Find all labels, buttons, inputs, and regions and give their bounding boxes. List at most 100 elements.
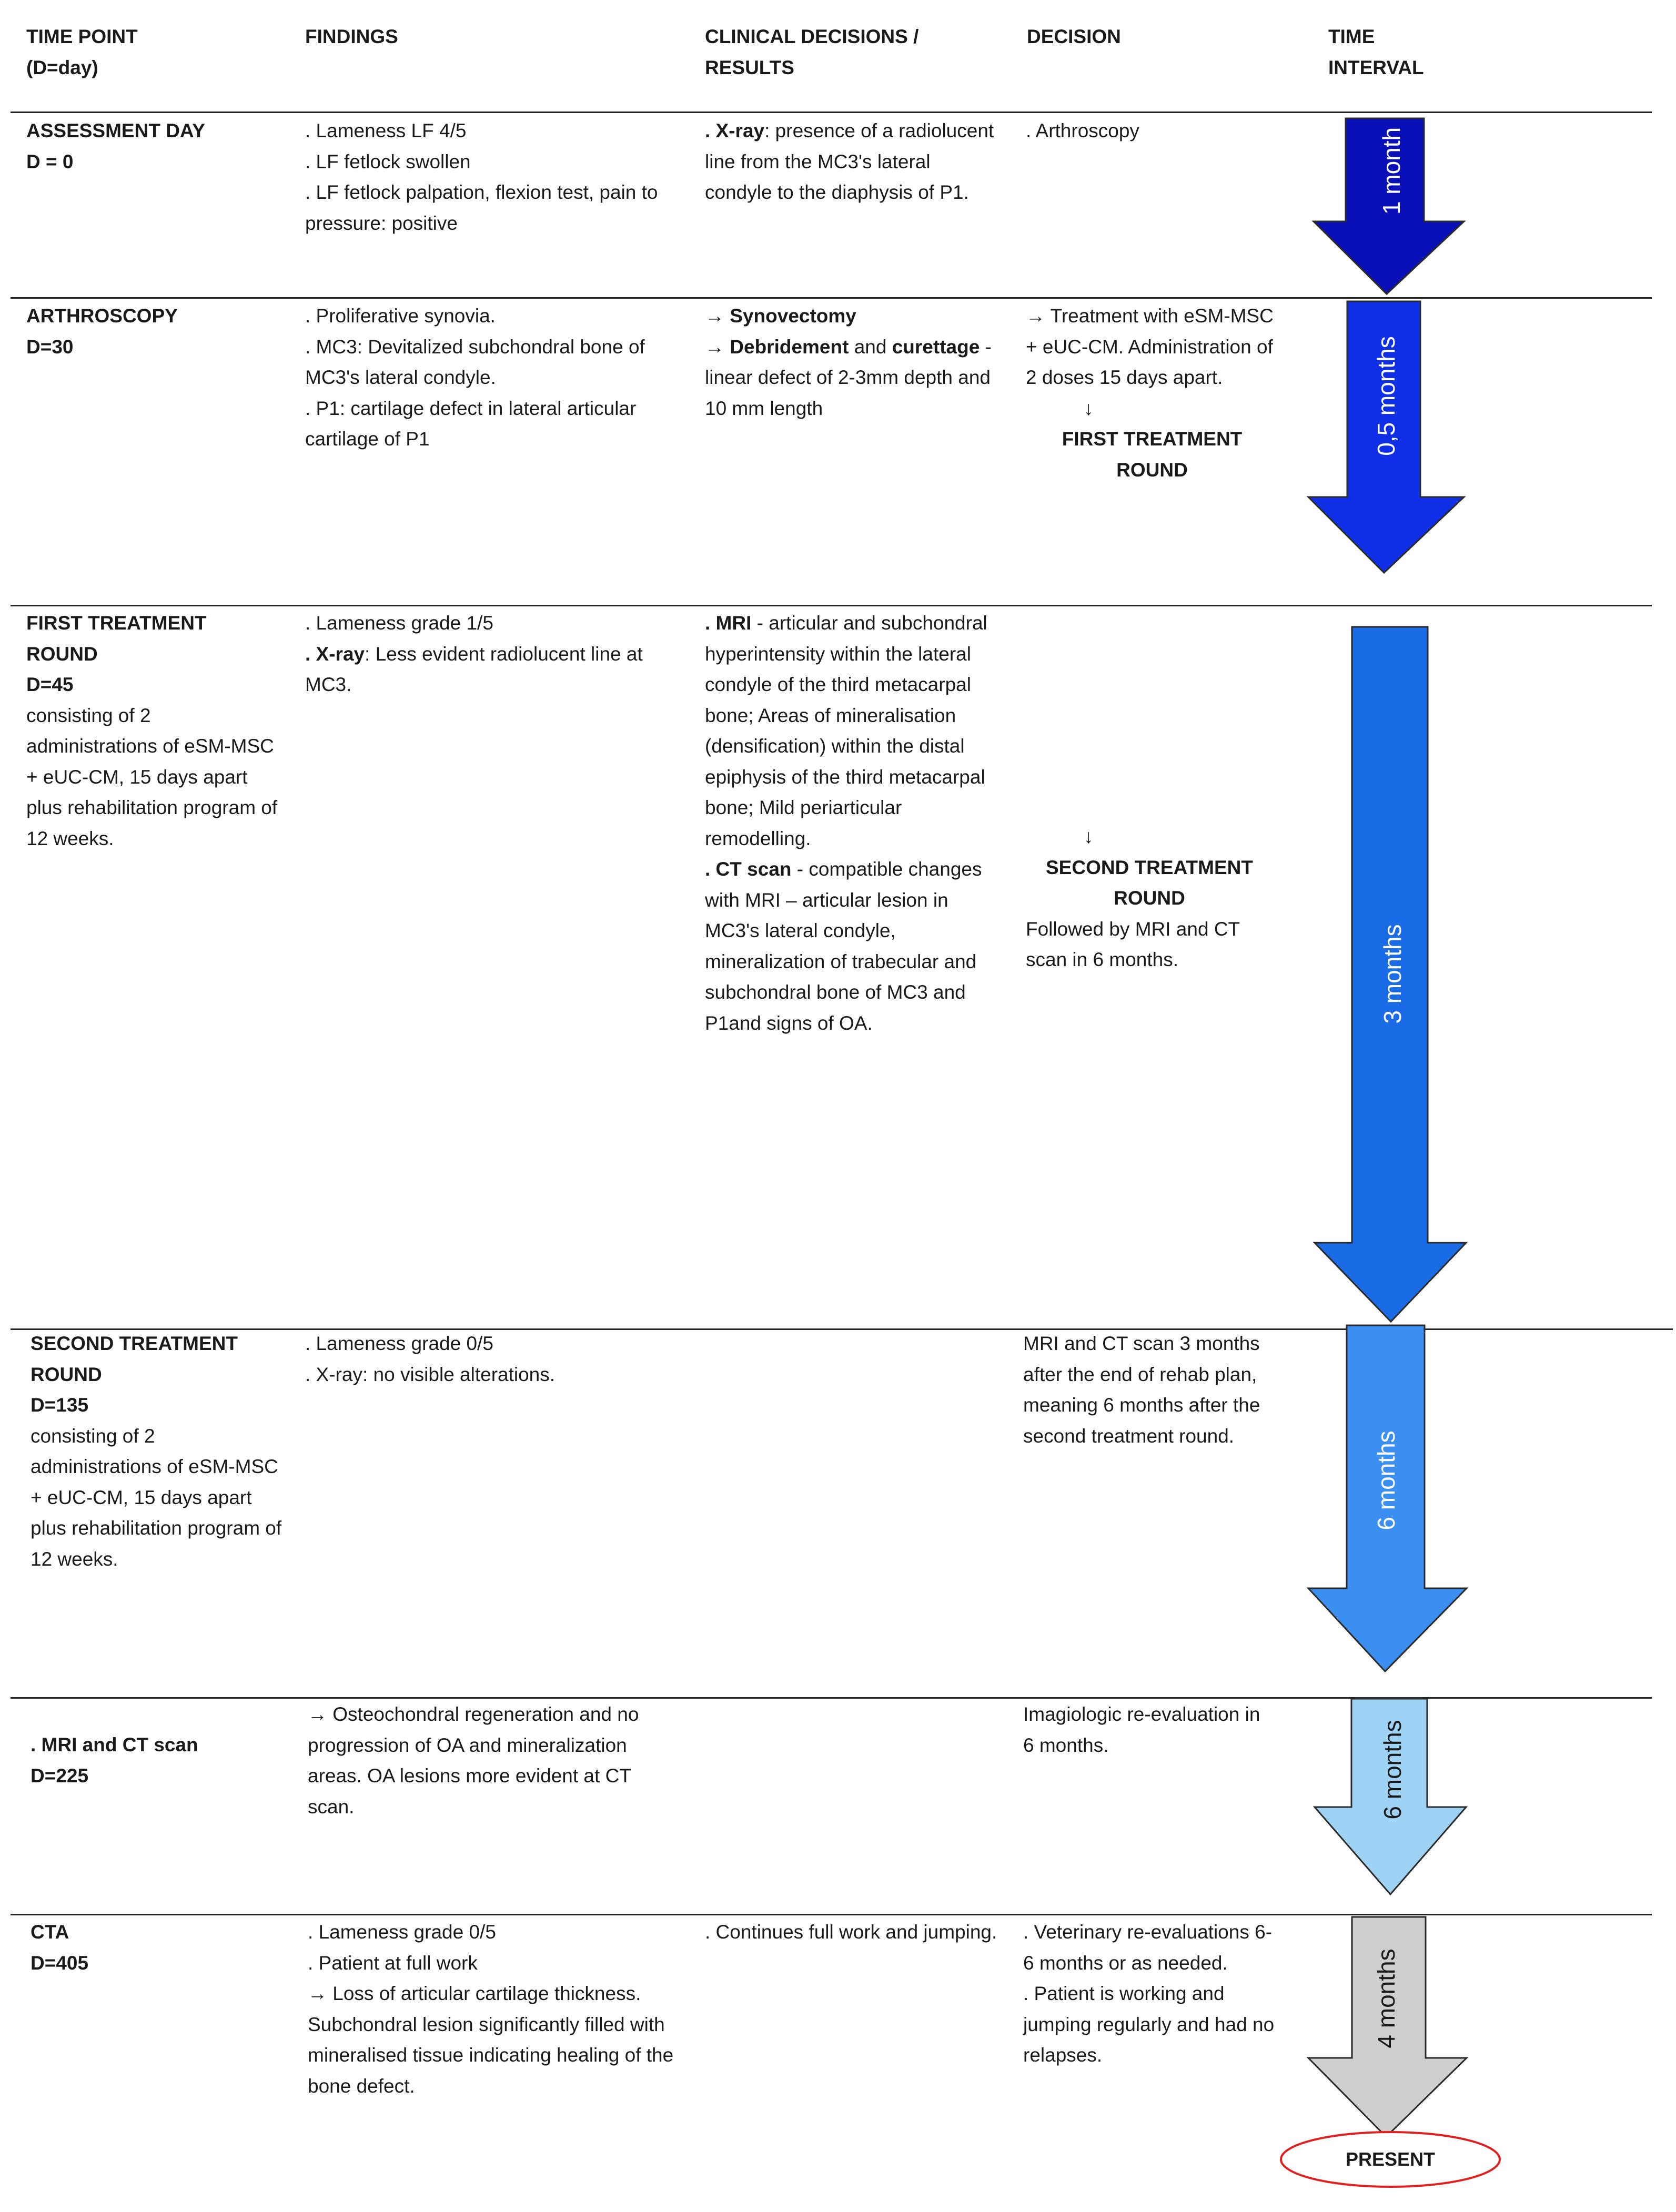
day-label: D=45: [26, 674, 74, 695]
row-divider: [11, 1697, 1652, 1699]
decision-text: . Arthroscopy: [1026, 120, 1139, 141]
finding-item: . LF fetlock swollen: [305, 150, 471, 173]
time-point-label: . MRI and CT scan: [31, 1734, 198, 1756]
time-point-label: CTA: [31, 1921, 69, 1943]
decision-text: Imagiologic re-evaluation in 6 months.: [1023, 1703, 1260, 1756]
header-findings: FINDINGS: [305, 26, 398, 47]
finding-item: . Lameness grade 0/5: [308, 1921, 496, 1943]
row-first-treatment-findings: . Lameness grade 1/5 . X-ray: Less evide…: [305, 608, 652, 701]
header-interval: TIME INTERVAL: [1328, 26, 1424, 78]
finding-item: . Lameness LF 4/5: [305, 120, 467, 141]
arrow-shape: [1306, 300, 1466, 574]
header-time-point: TIME POINT (D=day): [26, 26, 138, 78]
row-divider: [11, 1914, 1652, 1915]
row-assessment-clinical: . X-ray: presence of a radiolucent line …: [705, 116, 999, 208]
row-first-treatment-decision: ↓ SECOND TREATMENT ROUND Followed by MRI…: [1026, 821, 1273, 976]
decision-text: → Treatment with eSM-MSC + eUC-CM. Admin…: [1026, 305, 1274, 388]
decision-outcome: FIRST TREATMENT ROUND: [1062, 428, 1243, 481]
finding-item: . Lameness grade 1/5: [305, 612, 493, 634]
interval-label: 4 months: [1372, 1949, 1400, 2048]
decision-text: MRI and CT scan 3 months after the end o…: [1023, 1333, 1260, 1447]
row-arthroscopy-clinical: → Synovectomy → Debridement and curettag…: [705, 301, 999, 424]
finding-item: . LF fetlock palpation, flexion test, pa…: [305, 181, 658, 234]
row-second-treatment-findings: . Lameness grade 0/5 . X-ray: no visible…: [305, 1328, 652, 1390]
clinical-text: - linear defect of 2-3mm depth and 10 mm…: [705, 336, 992, 419]
finding-item: → Osteochondral regeneration and no prog…: [308, 1703, 639, 1818]
interval-arrow-3-months: 3 months: [1312, 626, 1468, 1323]
finding-item: → Loss of articular cartilage thickness.…: [308, 1983, 674, 2097]
row-divider: [11, 111, 1652, 113]
row-second-treatment-time-point: SECOND TREATMENT ROUND D=135 consisting …: [31, 1328, 283, 1575]
time-point-label: FIRST TREATMENT ROUND: [26, 612, 207, 665]
interval-label: 1 month: [1378, 127, 1405, 215]
decision-outcome: SECOND TREATMENT ROUND: [1046, 856, 1253, 909]
interval-arrow-6-months-2: 6 months: [1312, 1698, 1468, 1896]
finding-item: . X-ray: no visible alterations.: [305, 1363, 556, 1385]
time-point-label: ARTHROSCOPY: [26, 305, 178, 327]
finding-item: . Patient at full work: [308, 1952, 478, 1974]
finding-item: . Lameness grade 0/5: [305, 1333, 493, 1354]
present-label: PRESENT: [1345, 2148, 1436, 2170]
day-label: D=135: [31, 1394, 89, 1416]
arrow-shape: [1311, 117, 1466, 296]
day-label: D=225: [31, 1764, 89, 1787]
clinical-heading: . MRI: [705, 612, 752, 634]
row-assessment-decision: . Arthroscopy: [1026, 116, 1305, 147]
clinical-heading: . X-ray: [705, 120, 765, 141]
time-point-note: consisting of 2 administrations of eSM-M…: [26, 704, 278, 849]
row-arthroscopy-decision: → Treatment with eSM-MSC + eUC-CM. Admin…: [1026, 301, 1278, 485]
clinical-text: and: [849, 336, 892, 358]
clinical-text: - compatible changes with MRI – articula…: [705, 858, 982, 1034]
row-cta-findings: . Lameness grade 0/5 . Patient at full w…: [308, 1917, 676, 2102]
interval-arrow-6-months: 6 months: [1306, 1324, 1469, 1673]
row-first-treatment-clinical: . MRI - articular and subchondral hyperi…: [705, 608, 999, 1039]
time-point-label: SECOND TREATMENT ROUND: [31, 1333, 238, 1385]
down-arrow-icon: ↓: [1084, 826, 1094, 847]
finding-item: . P1: cartilage defect in lateral articu…: [305, 397, 637, 450]
day-label: D=405: [31, 1952, 89, 1974]
time-point-label: ASSESSMENT DAY: [26, 120, 205, 141]
row-assessment-time-point: ASSESSMENT DAY D = 0: [26, 116, 279, 177]
time-point-note: consisting of 2 administrations of eSM-M…: [31, 1425, 282, 1570]
header-clinical: CLINICAL DECISIONS / RESULTS: [705, 26, 919, 78]
row-divider: [11, 297, 1652, 299]
row-mri-ct-decision: Imagiologic re-evaluation in 6 months.: [1023, 1699, 1270, 1761]
day-label: D = 0: [26, 150, 74, 173]
row-cta-clinical: . Continues full work and jumping.: [705, 1917, 999, 1948]
clinical-text: - articular and subchondral hyperintensi…: [705, 612, 987, 849]
header-decision: DECISION: [1027, 26, 1121, 47]
finding-item: . Proliferative synovia.: [305, 305, 496, 327]
interval-arrow-4-months: 4 months: [1306, 1916, 1469, 2138]
row-mri-ct-time-point: . MRI and CT scan D=225: [31, 1730, 283, 1791]
row-arthroscopy-findings: . Proliferative synovia. . MC3: Devitali…: [305, 301, 652, 455]
clinical-heading: curettage: [892, 336, 980, 358]
decision-text: . Veterinary re-evaluations 6-6 months o…: [1023, 1921, 1273, 1974]
interval-label: 6 months: [1372, 1430, 1400, 1530]
row-divider: [11, 605, 1652, 606]
row-mri-ct-findings: → Osteochondral regeneration and no prog…: [308, 1699, 676, 1822]
row-cta-decision: . Veterinary re-evaluations 6-6 months o…: [1023, 1917, 1281, 2071]
clinical-heading: → Synovectomy: [705, 305, 856, 327]
clinical-heading: → Debridement: [705, 336, 849, 358]
arrow-shape: [1312, 626, 1468, 1323]
interval-label: 3 months: [1379, 924, 1406, 1024]
arrow-shape: [1306, 1916, 1469, 2138]
finding-item: . MC3: Devitalized subchondral bone of M…: [305, 336, 645, 389]
finding-heading: . X-ray: [305, 643, 365, 665]
clinical-text: : presence of a radiolucent line from th…: [705, 120, 994, 203]
row-cta-time-point: CTA D=405: [31, 1917, 283, 1978]
row-arthroscopy-time-point: ARTHROSCOPY D=30: [26, 301, 279, 362]
row-assessment-findings: . Lameness LF 4/5 . LF fetlock swollen .…: [305, 116, 668, 239]
decision-text: . Patient is working and jumping regular…: [1023, 1983, 1275, 2066]
present-marker: PRESENT: [1279, 2130, 1501, 2189]
interval-arrow-half-month: 0,5 months: [1306, 300, 1466, 574]
row-second-treatment-decision: MRI and CT scan 3 months after the end o…: [1023, 1328, 1270, 1452]
arrow-shape: [1312, 1698, 1468, 1896]
interval-arrow-1-month: 1 month: [1311, 117, 1466, 296]
decision-text: Followed by MRI and CT scan in 6 months.: [1026, 918, 1240, 971]
finding-item: : Less evident radiolucent line at MC3.: [305, 643, 643, 696]
interval-label: 6 months: [1379, 1720, 1406, 1820]
row-divider: [11, 1328, 1673, 1330]
day-label: D=30: [26, 336, 74, 358]
row-first-treatment-time-point: FIRST TREATMENT ROUND D=45 consisting of…: [26, 608, 279, 854]
